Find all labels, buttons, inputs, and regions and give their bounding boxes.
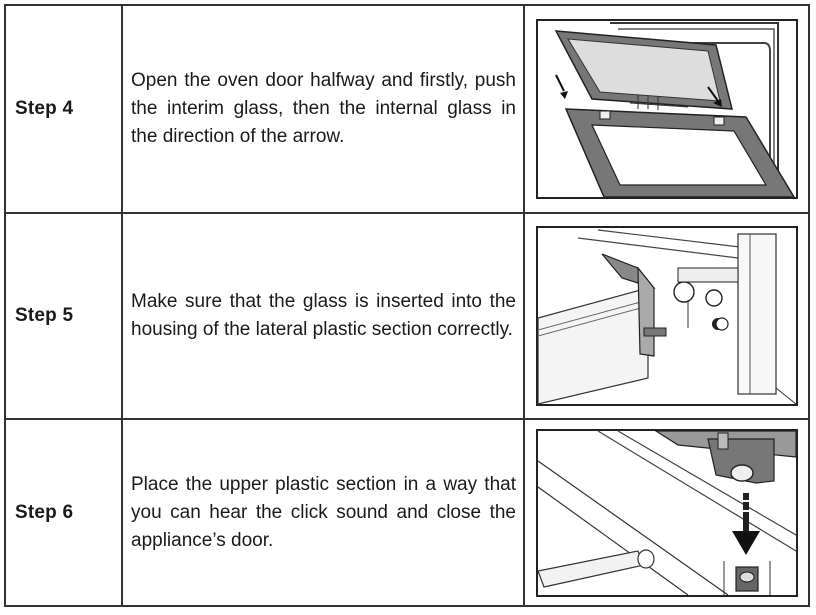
illustration-cell (525, 6, 808, 212)
lateral-plastic-section-housing-icon (535, 226, 798, 406)
oven-door-glass-removal-icon (535, 19, 798, 199)
table-row: Step 5 Make sure that the glass is inser… (6, 212, 808, 418)
step-cell: Step 5 (6, 214, 123, 418)
instruction-cell: Place the upper plastic section in a way… (123, 420, 525, 605)
instruction-table: Step 4 Open the oven door halfway and fi… (4, 4, 810, 607)
step-cell: Step 6 (6, 420, 123, 605)
instruction-text: Make sure that the glass is inserted int… (131, 291, 516, 340)
step-label: Step 5 (15, 305, 74, 326)
instruction-cell: Open the oven door halfway and firstly, … (123, 6, 525, 212)
illustration-cell (525, 420, 808, 605)
illustration-cell (525, 214, 808, 418)
instruction-cell: Make sure that the glass is inserted int… (123, 214, 525, 418)
instruction-text: Open the oven door halfway and firstly, … (131, 70, 516, 147)
step-cell: Step 4 (6, 6, 123, 212)
upper-plastic-section-click-icon (535, 428, 798, 597)
table-row: Step 6 Place the upper plastic section i… (6, 418, 808, 605)
step-label: Step 6 (15, 501, 74, 523)
instruction-text: Place the upper plastic section in a way… (131, 473, 516, 551)
step-label: Step 4 (15, 98, 74, 119)
table-row: Step 4 Open the oven door halfway and fi… (6, 6, 808, 212)
